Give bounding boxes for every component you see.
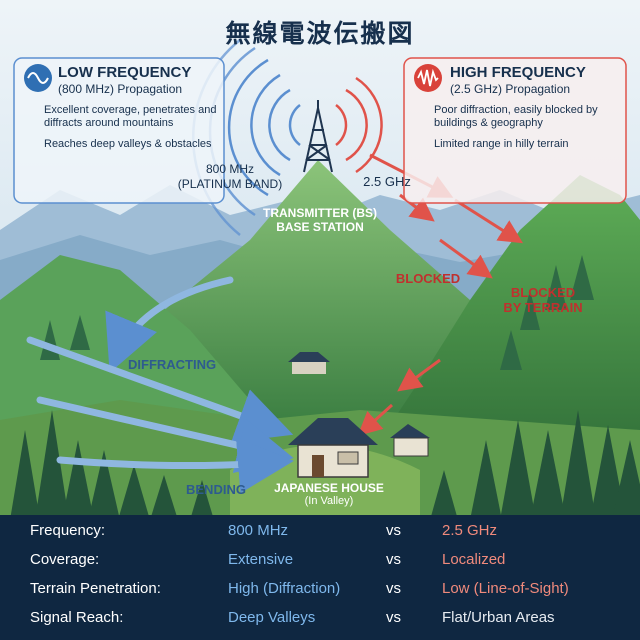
table-row: Frequency: 800 MHz vs 2.5 GHz: [0, 518, 640, 548]
central-mountain: [140, 160, 470, 420]
row-vs: vs: [386, 522, 401, 539]
low-frequency-subheading: (800 MHz) Propagation: [58, 82, 183, 96]
row-label: Signal Reach:: [30, 609, 124, 626]
row-vs: vs: [386, 580, 401, 597]
transmitter-tower: [303, 100, 333, 173]
row-high-value: Low (Line-of-Sight): [442, 580, 569, 597]
row-high-value: 2.5 GHz: [442, 522, 498, 539]
table-row: Terrain Penetration: High (Diffraction) …: [0, 576, 640, 606]
band-high-label: 2.5 GHz: [363, 174, 411, 189]
low-frequency-bullet-2: Reaches deep valleys & obstacles: [44, 138, 212, 150]
comparison-table: Frequency: 800 MHz vs 2.5 GHz Coverage: …: [0, 515, 640, 640]
diffracting-label: DIFFRACTING: [128, 357, 217, 372]
row-high-value: Localized: [442, 551, 506, 568]
high-frequency-heading: HIGH FREQUENCY: [450, 64, 586, 81]
high-frequency-bullet-2: Limited range in hilly terrain: [434, 138, 569, 150]
row-low-value: Extensive: [228, 551, 294, 568]
table-row: Signal Reach: Deep Valleys vs Flat/Urban…: [0, 605, 640, 635]
transmitter-label: TRANSMITTER (BS): [263, 206, 377, 220]
row-label: Coverage:: [30, 551, 100, 568]
low-frequency-bullet-1: Excellent coverage, penetrates and diffr…: [44, 104, 217, 129]
high-frequency-waves: [335, 76, 383, 174]
high-frequency-bullet-1: Poor diffraction, easily blocked by buil…: [434, 104, 598, 129]
low-frequency-panel: [13, 57, 225, 204]
high-frequency-subheading: (2.5 GHz) Propagation: [450, 82, 571, 96]
band-low-label: 800 MHz: [205, 162, 255, 176]
row-low-value: 800 MHz: [228, 522, 289, 539]
forest-trees: [10, 410, 640, 520]
blocked-label: BLOCKED: [395, 271, 461, 286]
blocked-terrain-label: BLOCKED: [510, 285, 576, 300]
small-house: [390, 424, 430, 457]
band-low-sublabel: (PLATINUM BAND): [177, 177, 283, 191]
row-label: Frequency:: [30, 522, 106, 539]
row-low-value: High (Diffraction): [228, 580, 341, 597]
low-frequency-heading: LOW FREQUENCY: [58, 64, 192, 81]
sine-wave-icon: [24, 64, 52, 92]
house-sublabel: (In Valley): [304, 495, 354, 507]
bending-label: BENDING: [186, 482, 246, 497]
row-vs: vs: [386, 609, 401, 626]
row-vs: vs: [386, 551, 401, 568]
house-label: JAPANESE HOUSE: [274, 481, 384, 495]
high-frequency-wave-icon: [414, 64, 442, 92]
distant-houses: [288, 352, 330, 374]
high-frequency-panel: [403, 57, 627, 204]
row-low-value: Deep Valleys: [228, 609, 316, 626]
diffraction-arrows: [26, 276, 294, 494]
right-mountain: [360, 175, 640, 480]
japanese-house: [288, 418, 378, 478]
blocked-terrain-sublabel: BY TERRAIN: [503, 300, 583, 315]
base-station-label: BASE STATION: [276, 220, 364, 234]
page-title: 無線電波伝搬図: [225, 19, 415, 48]
row-high-value: Flat/Urban Areas: [442, 609, 555, 626]
row-label: Terrain Penetration:: [30, 580, 161, 597]
table-row: Coverage: Extensive vs Localized: [0, 547, 640, 577]
